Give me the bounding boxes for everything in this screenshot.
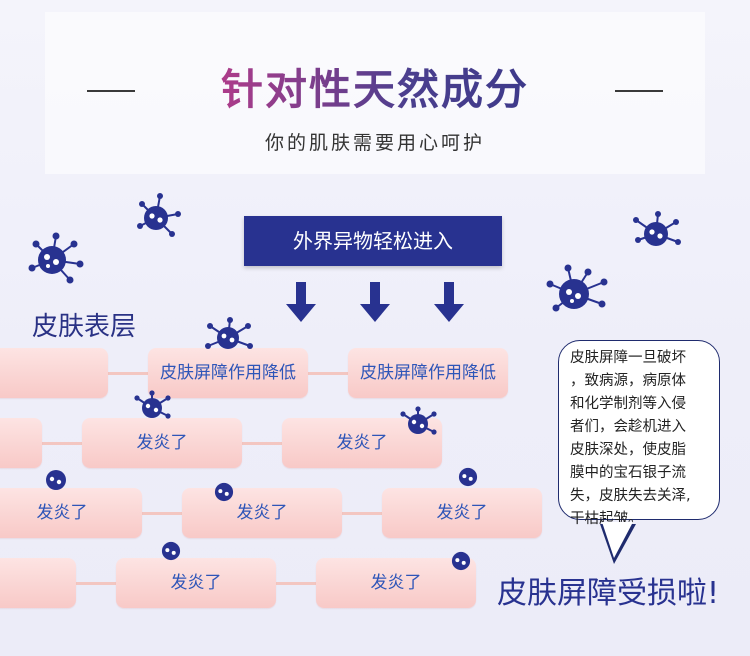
skin-cell <box>0 418 42 468</box>
skin-cell: 发炎了 <box>82 418 242 468</box>
bubble-line: 者们，会趁机进入 <box>570 419 686 435</box>
title-right-rule <box>615 90 663 92</box>
skin-cell: 皮肤屏障作用降低 <box>348 348 508 398</box>
virus-icon <box>451 551 471 571</box>
down-arrow-icon <box>434 282 464 324</box>
skin-cell: 发炎了 <box>316 558 476 608</box>
skin-cell: 皮肤屏障作用降低 <box>148 348 308 398</box>
foreign-matter-banner: 外界异物轻松进入 <box>244 216 502 266</box>
virus-icon <box>544 262 608 316</box>
skin-cell: 发炎了 <box>182 488 342 538</box>
info-speech-bubble: 皮肤屏障一旦破坏 ，致病源，病原体 和化学制剂等入侵 者们，会趁机进入 皮肤深处… <box>558 340 720 527</box>
cell-connector <box>342 512 384 515</box>
skin-cell: 发炎了 <box>382 488 542 538</box>
bubble-line: 膜中的宝石银子流 <box>570 465 686 481</box>
barrier-damaged-text: 皮肤屏障受损啦! <box>497 576 720 611</box>
virus-icon <box>132 390 172 422</box>
title-left-rule <box>87 90 135 92</box>
virus-icon <box>204 316 254 356</box>
cell-connector <box>242 442 284 445</box>
cell-connector <box>42 442 84 445</box>
skin-cell: 发炎了 <box>116 558 276 608</box>
cell-connector <box>76 582 118 585</box>
virus-icon <box>45 469 67 491</box>
page-subtitle: 你的肌肤需要用心呵护 <box>264 132 485 154</box>
skin-cell <box>0 348 108 398</box>
bubble-tail-fill <box>602 522 633 558</box>
virus-icon <box>28 230 88 284</box>
title-card: 针对性天然成分 你的肌肤需要用心呵护 <box>45 12 705 174</box>
bubble-line: 和化学制剂等入侵 <box>570 396 686 412</box>
virus-icon <box>458 467 478 487</box>
virus-icon <box>398 406 438 438</box>
virus-icon <box>214 482 234 502</box>
skin-surface-label: 皮肤表层 <box>32 312 137 342</box>
down-arrow-icon <box>286 282 316 324</box>
skin-cell: 发炎了 <box>0 488 142 538</box>
down-arrow-icon <box>360 282 390 324</box>
cell-connector <box>308 372 350 375</box>
virus-icon <box>630 210 682 254</box>
cell-connector <box>276 582 318 585</box>
bubble-line: ，致病源，病原体 <box>570 373 686 389</box>
page-title: 针对性天然成分 <box>45 56 705 117</box>
bubble-line: 皮肤深处，使皮脂 <box>570 442 686 458</box>
bubble-line: 失，皮肤失去关泽, <box>570 488 691 504</box>
cell-connector <box>108 372 150 375</box>
bubble-line: 干枯起皱。 <box>570 511 643 527</box>
skin-cell <box>0 558 76 608</box>
virus-icon <box>136 192 186 240</box>
cell-connector <box>142 512 184 515</box>
bubble-line: 皮肤屏障一旦破坏 <box>570 350 686 366</box>
virus-icon <box>161 541 181 561</box>
